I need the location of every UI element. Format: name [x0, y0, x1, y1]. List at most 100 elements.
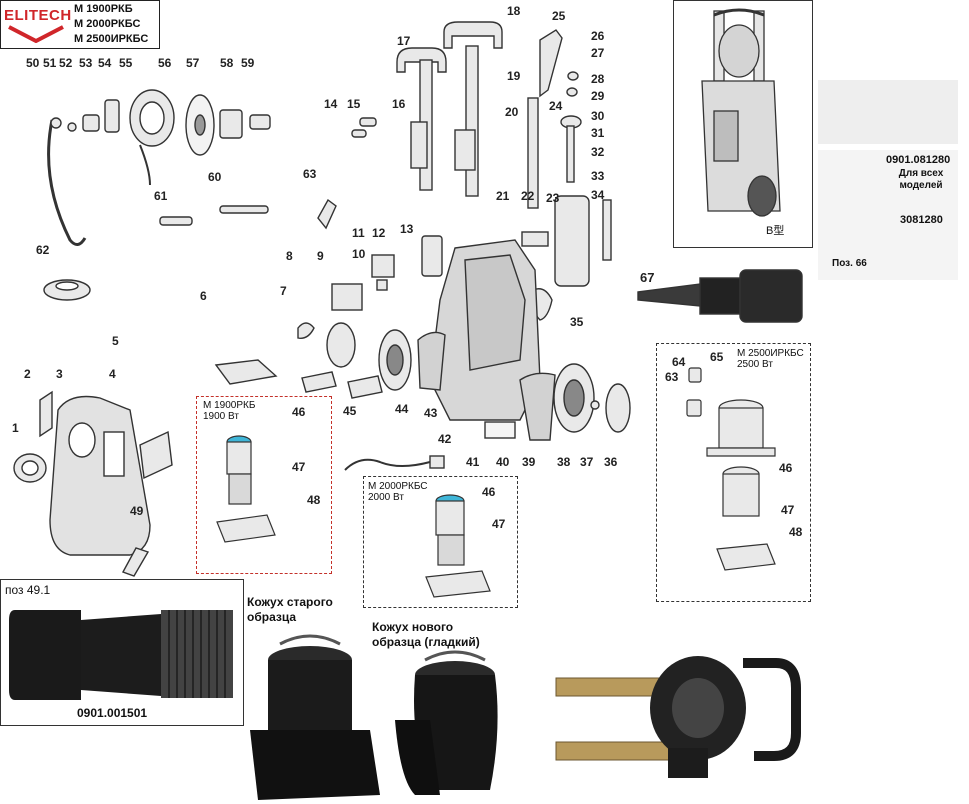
variant-box-m2000: М 2000РКБС 2000 Вт 46 47	[363, 476, 518, 608]
part-number-32: 32	[591, 145, 605, 159]
reel-hose-shape	[47, 119, 87, 246]
part-number-39: 39	[522, 455, 536, 469]
part-number-54: 54	[98, 56, 112, 70]
part-number-31: 31	[591, 126, 605, 140]
part-45a-shape	[301, 371, 337, 393]
part-number-53: 53	[79, 56, 93, 70]
part-30-shape	[566, 125, 575, 183]
part-number-3: 3	[56, 367, 63, 381]
old-housing-caption-line2: образца	[247, 610, 297, 624]
motor-pump-2500-shape	[686, 367, 776, 571]
variant-m2000-title: М 2000РКБС	[368, 481, 428, 492]
variant-m2000-power: 2000 Вт	[368, 492, 404, 503]
part-12-shape	[371, 254, 395, 278]
pos-49-1-inset: поз 49.1 0901.001501	[0, 579, 244, 726]
part-26-shape	[567, 71, 579, 81]
part-number-7: 7	[280, 284, 287, 298]
part-60-shape	[219, 205, 269, 214]
part-number-57: 57	[186, 56, 200, 70]
part-34-shape	[602, 199, 612, 261]
pos-49-1-title: поз 49.1	[5, 583, 51, 597]
pos-49-1-code: 0901.001501	[77, 706, 148, 720]
hose-note: Для всех моделей	[898, 168, 944, 191]
part-number-15: 15	[347, 97, 361, 111]
motor-pump-1900-shape	[216, 435, 276, 543]
part-number-41: 41	[466, 455, 480, 469]
part-number-12: 12	[372, 226, 386, 240]
part-number-6: 6	[200, 289, 207, 303]
hose-photo-bottom	[818, 150, 958, 280]
assembled-unit-inset: B型	[673, 0, 813, 248]
wheel-cap-left-shape	[326, 322, 356, 368]
part-20-shape	[454, 129, 476, 171]
inset-b-label: B型	[766, 225, 785, 237]
part-40-shape	[519, 372, 556, 441]
part-number-40: 40	[496, 455, 510, 469]
hose-reel-photo	[555, 656, 801, 778]
part-13-shape	[421, 235, 443, 277]
model-2500: М 2500ИРКБС	[74, 33, 149, 45]
part-number-36: 36	[604, 455, 618, 469]
part-14-shape	[351, 129, 367, 138]
part-41-shape	[484, 421, 516, 439]
part-number-47-1900: 47	[292, 460, 306, 474]
part-number-65: 65	[710, 350, 724, 364]
old-housing-caption: Кожух старого образца	[247, 595, 333, 625]
part-57-shape	[219, 109, 243, 139]
part-23-shape	[554, 195, 590, 287]
part-7-shape	[297, 322, 315, 339]
part-2-shape	[39, 390, 53, 438]
part-number-62: 62	[36, 243, 50, 257]
part-50-shape	[50, 117, 62, 129]
model-1900: М 1900РКБ	[74, 3, 133, 15]
part-number-50: 50	[26, 56, 40, 70]
new-housing-caption-line2: образца (гладкий)	[372, 635, 480, 649]
part-number-19: 19	[507, 69, 521, 83]
part-number-44: 44	[395, 402, 409, 416]
part-number-46-2000: 46	[482, 485, 496, 499]
part-number-46-1900: 46	[292, 405, 306, 419]
part-number-33: 33	[591, 169, 605, 183]
part-10-shape	[376, 279, 388, 291]
part-number-37: 37	[580, 455, 594, 469]
new-housing-caption-line1: Кожух нового	[372, 620, 454, 634]
part-number-27: 27	[591, 46, 605, 60]
model-list: М 1900РКБ М 2000РКБС М 2500ИРКБС	[74, 2, 148, 47]
part-number-16: 16	[392, 97, 406, 111]
cord-shape	[344, 458, 431, 471]
part-4-grille-shape	[139, 430, 173, 480]
part-number-10: 10	[352, 247, 366, 261]
new-housing-caption: Кожух нового образца (гладкий)	[372, 620, 480, 650]
part-number-24: 24	[549, 99, 563, 113]
part-number-56: 56	[158, 56, 172, 70]
part-19-shape	[465, 45, 479, 197]
part-37-shape	[590, 400, 600, 410]
part-number-45: 45	[343, 404, 357, 418]
part-number-18: 18	[507, 4, 521, 18]
hose-code-1: 0901.081280	[886, 154, 951, 166]
part-27-shape	[566, 87, 578, 97]
part-number-55: 55	[119, 56, 133, 70]
housing-photos	[250, 634, 498, 800]
part-number-5: 5	[112, 334, 119, 348]
part-number-23: 23	[546, 191, 560, 205]
part-number-38: 38	[557, 455, 571, 469]
part-number-59: 59	[241, 56, 255, 70]
variant-m1900-title: М 1900РКБ	[203, 400, 256, 411]
part-number-35: 35	[570, 315, 584, 329]
part-number-1: 1	[12, 421, 19, 435]
variant-box-m1900: М 1900РКБ 1900 Вт 46 47 48	[196, 396, 332, 574]
part-number-13: 13	[400, 222, 414, 236]
model-2000: М 2000РКБС	[74, 18, 141, 30]
motor-pump-2000-shape	[425, 494, 491, 598]
part-6-shape	[214, 359, 278, 385]
part-number-47-2500: 47	[781, 503, 795, 517]
part-49-shape	[121, 547, 150, 577]
part-number-63-m2500: 63	[665, 370, 679, 384]
part-25-shape	[539, 29, 563, 98]
part-number-48-2500: 48	[789, 525, 803, 539]
part-number-17: 17	[397, 34, 411, 48]
part-number-11: 11	[352, 226, 365, 240]
part-number-49: 49	[130, 504, 144, 518]
